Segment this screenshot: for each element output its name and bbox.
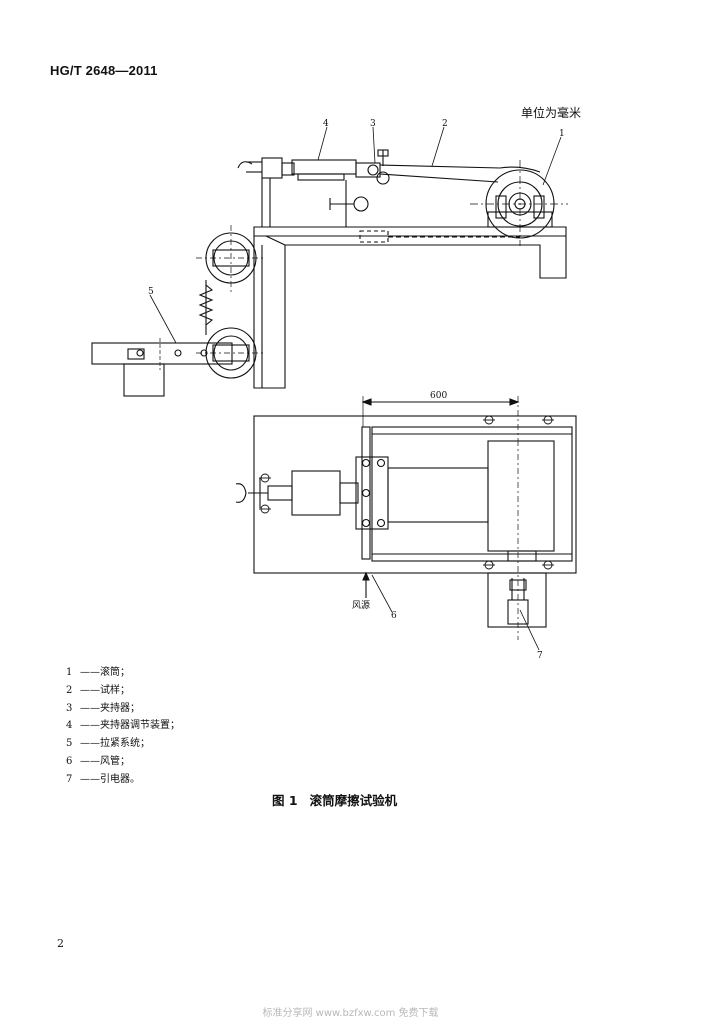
legend-item: 5——拉紧系统； xyxy=(66,738,150,750)
specimen-belt xyxy=(379,164,541,173)
page-number: 2 xyxy=(57,937,64,950)
legend-item: 4——夹持器调节装置； xyxy=(66,720,180,732)
callout-7: 7 xyxy=(537,651,543,661)
specimen-plan xyxy=(387,467,489,523)
unit-note: 单位为毫米 xyxy=(521,106,582,120)
figure-caption: 图 1 滚筒摩擦试验机 xyxy=(272,790,397,809)
figure-legend: 1——滚筒； 2——试样； 3——夹持器； 4——夹持器调节装置； 5——拉紧系… xyxy=(66,664,180,789)
legend-item: 6——风管； xyxy=(66,755,130,767)
legend-item: 1——滚筒； xyxy=(66,667,130,678)
counter-weight xyxy=(123,363,165,397)
clamp-adjuster xyxy=(291,159,357,175)
plan-frame xyxy=(253,415,577,574)
tension-spring xyxy=(198,284,214,326)
callout-3: 3 xyxy=(370,119,376,129)
hidden-duct xyxy=(359,230,389,243)
figure-label: 图 1 xyxy=(272,793,298,808)
legend-item: 3——夹持器； xyxy=(66,702,140,714)
callout-5: 5 xyxy=(148,287,154,297)
callout-4: 4 xyxy=(323,119,329,129)
callout-6: 6 xyxy=(391,611,397,621)
collector xyxy=(487,572,547,628)
callout-1: 1 xyxy=(559,129,565,139)
plan-view xyxy=(235,396,577,651)
drum-plan xyxy=(487,440,555,552)
clamp xyxy=(355,162,381,178)
legend-item: 2——试样； xyxy=(66,684,130,696)
frame-outline xyxy=(253,226,567,389)
callout-2: 2 xyxy=(442,119,448,129)
lever-arm xyxy=(91,342,233,365)
watermark-footer: 标准分享网 www.bzfxw.com 免费下载 xyxy=(262,1008,439,1019)
dimension-600: 600 xyxy=(430,391,447,401)
figure-title: 滚筒摩擦试验机 xyxy=(309,793,398,808)
side-elevation xyxy=(91,126,568,397)
standard-number: HG/T 2648—2011 xyxy=(50,63,158,78)
legend-item: 7——引电器。 xyxy=(66,773,140,785)
air-source-label: 风源 xyxy=(352,600,370,611)
